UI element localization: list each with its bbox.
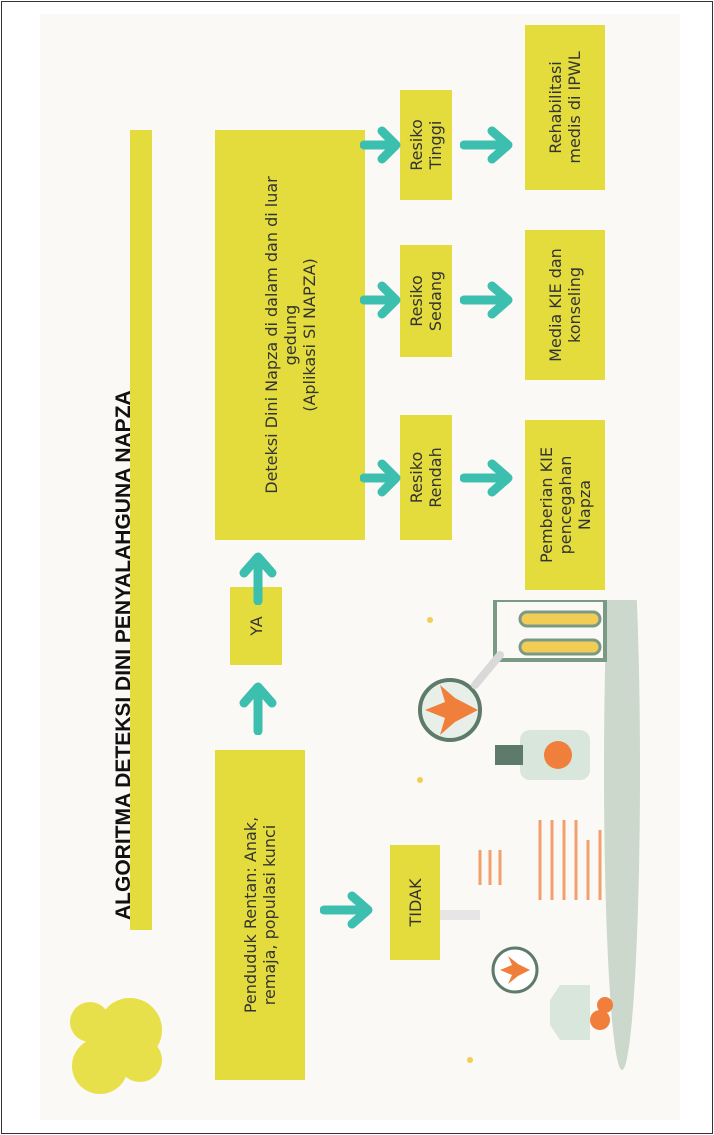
arrow-to-rehabilitasi-icon xyxy=(460,126,513,164)
node-rehabilitasi: Rehabilitasi medis di IPWL xyxy=(525,25,605,190)
node-resiko-rendah: Resiko Rendah xyxy=(400,415,452,540)
arrow-to-tidak-icon xyxy=(320,891,373,929)
node-resiko-sedang: Resiko Sedang xyxy=(400,245,452,357)
arrow-to-resiko-rendah-icon xyxy=(360,459,401,497)
node-resiko-tinggi: Resiko Tinggi xyxy=(400,90,452,200)
arrow-to-deteksi-icon xyxy=(239,552,277,605)
arrow-to-ya-icon xyxy=(239,682,277,735)
arrow-to-media-kie-icon xyxy=(460,281,513,319)
logo-icon xyxy=(70,998,162,1094)
node-penduduk: Penduduk Rentan: Anak, remaja, populasi … xyxy=(215,750,305,1080)
node-pemberian-kie: Pemberian KIE pencegahan Napza xyxy=(525,420,605,590)
arrow-to-pemberian-kie-icon xyxy=(460,459,513,497)
arrow-to-resiko-tinggi-icon xyxy=(360,126,401,164)
node-media-kie: Media KIE dan konseling xyxy=(525,230,605,380)
arrow-to-resiko-sedang-icon xyxy=(360,281,401,319)
node-deteksi: Deteksi Dini Napza di dalam dan di luar … xyxy=(215,130,365,540)
diagram-stage: ALGORITMA DETEKSI DINI PENYALAHGUNA NAPZ… xyxy=(40,14,680,1120)
lab-illustration-icon xyxy=(417,600,640,1070)
rotated-flowchart: ALGORITMA DETEKSI DINI PENYALAHGUNA NAPZ… xyxy=(40,14,680,1120)
page-title: ALGORITMA DETEKSI DINI PENYALAHGUNA NAPZ… xyxy=(112,390,135,920)
